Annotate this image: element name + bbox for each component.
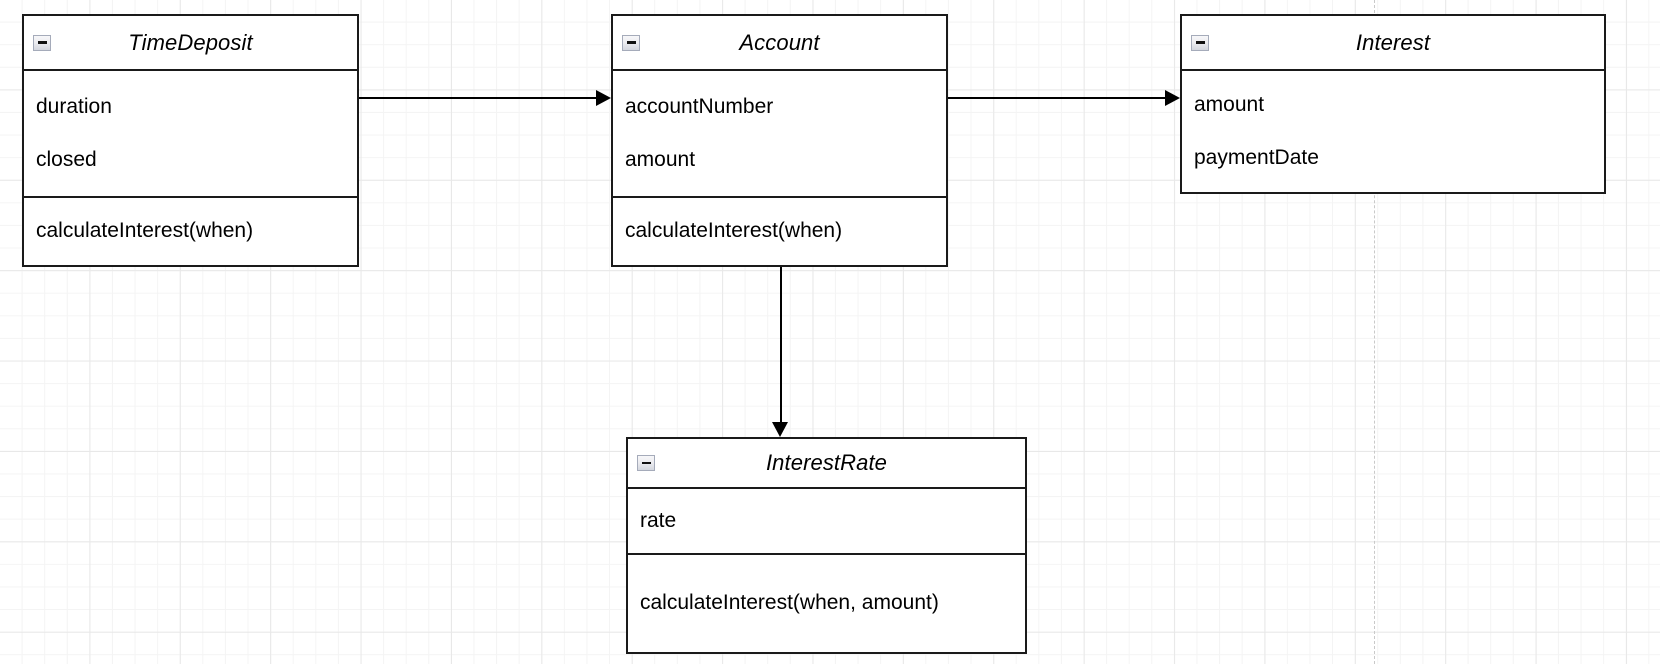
arrowhead-time-deposit-to-account — [596, 90, 611, 106]
class-header-interest: Interest — [1182, 16, 1604, 71]
attributes-compartment-time-deposit: duration closed — [24, 71, 357, 198]
class-header-interest-rate: InterestRate — [628, 439, 1025, 489]
methods-compartment-interest-rate: calculateInterest(when, amount) — [628, 555, 1025, 652]
methods-compartment-account: calculateInterest(when) — [613, 198, 946, 265]
attributes-compartment-interest: amount paymentDate — [1182, 71, 1604, 192]
attribute-item: amount — [625, 147, 696, 171]
attribute-item: amount — [1194, 93, 1265, 117]
method-item: calculateInterest(when) — [625, 219, 843, 243]
minus-icon[interactable] — [1191, 34, 1209, 51]
class-name-interest-rate: InterestRate — [765, 450, 888, 475]
attribute-item: duration — [36, 95, 112, 119]
attribute-item: rate — [640, 508, 677, 532]
edge-account-to-interest[interactable] — [948, 97, 1166, 99]
class-name-account: Account — [739, 29, 820, 55]
class-name-interest: Interest — [1355, 29, 1431, 55]
uml-class-interest-rate[interactable]: InterestRate rate calculateInterest(when… — [626, 437, 1027, 654]
edge-account-to-interest-rate[interactable] — [780, 267, 782, 423]
class-header-account: Account — [613, 16, 946, 71]
arrowhead-account-to-interest — [1165, 90, 1180, 106]
attribute-item: accountNumber — [625, 95, 774, 119]
minus-icon[interactable] — [33, 34, 51, 51]
attribute-item: closed — [36, 147, 97, 171]
methods-compartment-time-deposit: calculateInterest(when) — [24, 198, 357, 265]
arrowhead-account-to-interest-rate — [772, 422, 788, 437]
uml-class-account[interactable]: Account accountNumber amount calculateIn… — [611, 14, 948, 267]
minus-icon[interactable] — [637, 455, 655, 471]
uml-class-interest[interactable]: Interest amount paymentDate — [1180, 14, 1606, 194]
uml-class-time-deposit[interactable]: TimeDeposit duration closed calculateInt… — [22, 14, 359, 267]
class-name-time-deposit: TimeDeposit — [128, 29, 253, 55]
edge-time-deposit-to-account[interactable] — [359, 97, 597, 99]
class-header-time-deposit: TimeDeposit — [24, 16, 357, 71]
attribute-item: paymentDate — [1194, 145, 1319, 169]
method-item: calculateInterest(when) — [36, 219, 254, 243]
minus-icon[interactable] — [622, 34, 640, 51]
method-item: calculateInterest(when, amount) — [640, 591, 939, 615]
attributes-compartment-account: accountNumber amount — [613, 71, 946, 198]
attributes-compartment-interest-rate: rate — [628, 489, 1025, 555]
